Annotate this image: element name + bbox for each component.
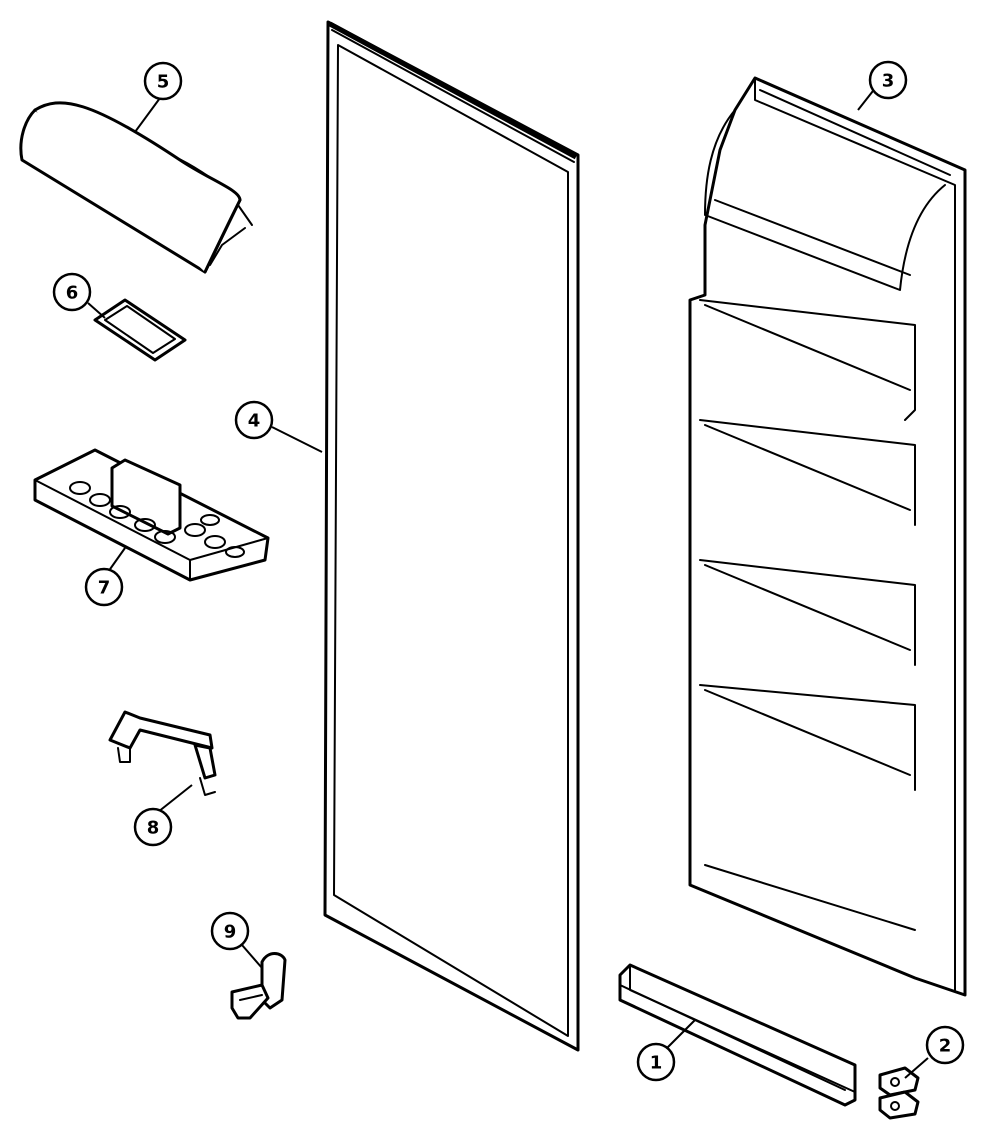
callout-3: 3 [868, 60, 908, 100]
callout-1: 1 [636, 1042, 676, 1082]
callout-6-label: 6 [66, 283, 79, 304]
callout-5: 5 [143, 61, 183, 101]
callout-9-label: 9 [224, 922, 237, 943]
callout-2-label: 2 [939, 1036, 952, 1057]
callout-9: 9 [210, 911, 250, 951]
hinge-pin [878, 1066, 920, 1120]
callout-2: 2 [925, 1025, 965, 1065]
dairy-door [19, 101, 253, 274]
door-gasket [323, 20, 580, 1052]
door-clip [230, 952, 287, 1020]
callout-1-label: 1 [650, 1053, 663, 1074]
callout-4: 4 [234, 400, 274, 440]
egg-tray [33, 448, 270, 582]
callout-8: 8 [133, 807, 173, 847]
callout-5-label: 5 [157, 72, 170, 93]
handle-bracket [108, 710, 217, 796]
callout-6: 6 [52, 272, 92, 312]
leader-lines [87, 81, 929, 1079]
callout-7: 7 [84, 567, 124, 607]
small-tray [93, 298, 187, 362]
callout-8-label: 8 [147, 818, 160, 839]
callout-4-label: 4 [248, 411, 261, 432]
trim-strip [618, 963, 857, 1107]
door-liner [688, 76, 967, 997]
callout-7-label: 7 [98, 578, 111, 599]
callout-3-label: 3 [882, 71, 895, 92]
